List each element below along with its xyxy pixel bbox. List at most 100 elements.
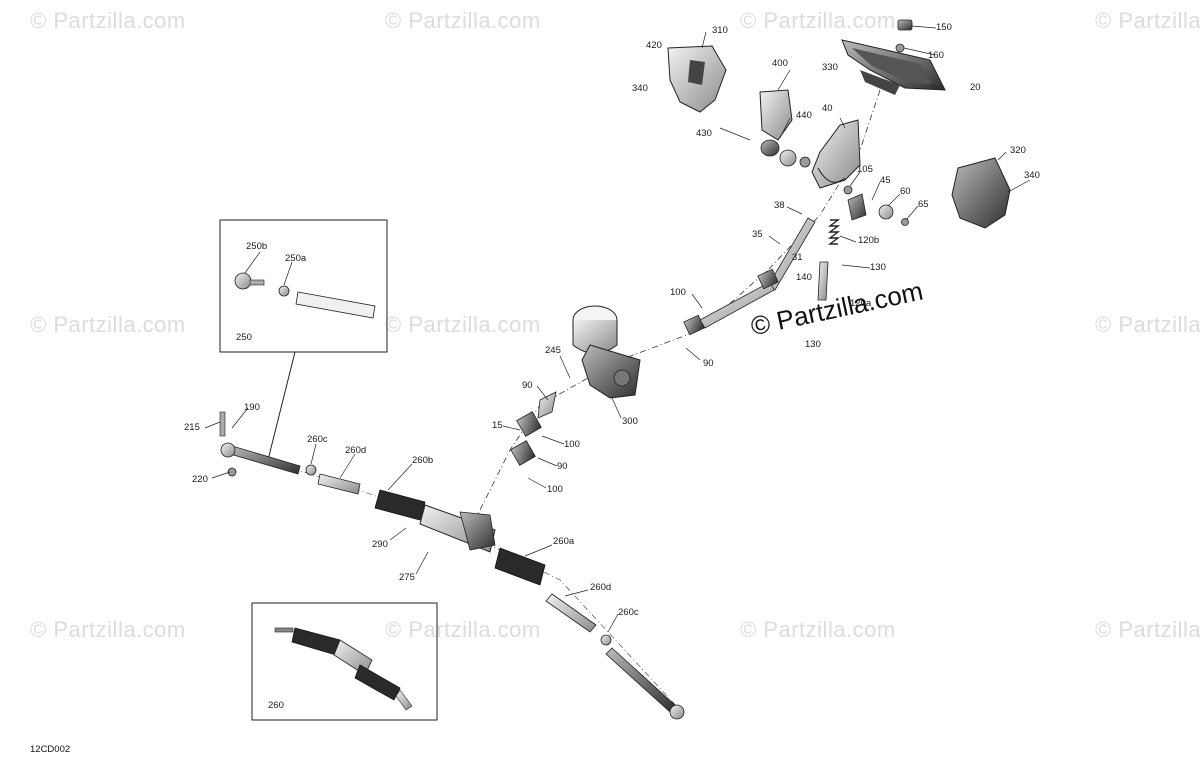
tie-rod-end [220,442,236,458]
u-joint [683,314,705,336]
callout-38: 38 [774,200,785,211]
watermark: © Partzilla.com [30,312,186,337]
tie-rod-right [605,647,677,713]
axis-line [229,449,681,711]
watermark: © Partzilla.com [740,8,896,33]
inset-label-260: 260 [268,700,284,711]
bolt [219,411,226,437]
inset-box-tie-rod [219,219,388,353]
callout-31: 31 [792,252,803,263]
tie-rod-end [669,704,685,720]
tie-rod-sleeve [295,291,376,319]
inset-label-250: 250 [236,332,252,343]
steering-cap [897,19,913,31]
callout-300: 300 [622,416,638,427]
nut [600,634,612,646]
nut [901,218,909,226]
callout-100: 100 [670,287,686,298]
callout-420: 420 [646,40,662,51]
callout-275: 275 [399,572,415,583]
lower-u-joint [510,440,536,466]
callout-90c: 90 [557,461,568,472]
callout-245: 245 [545,345,561,356]
bracket-right [951,157,1011,229]
callout-130: 130 [870,262,886,273]
callout-150: 150 [936,22,952,33]
nut [799,156,811,168]
bushing [760,139,780,157]
callout-20: 20 [970,82,981,93]
lower-u-joint [516,411,542,437]
shaft-lower [817,261,829,301]
watermark: © Partzilla.com [385,617,541,642]
callout-90: 90 [703,358,714,369]
callout-65: 65 [918,199,929,210]
leader-lines [204,25,1031,633]
bushing [878,204,894,220]
callout-220: 220 [192,474,208,485]
callout-140: 140 [796,272,812,283]
callout-260c: 260c [307,434,328,445]
watermark: © Partzilla.com [1095,8,1200,33]
tie-rod-end [234,272,252,290]
callout-290: 290 [372,539,388,550]
callout-430: 430 [696,128,712,139]
callout-120a: 120a [850,298,872,309]
callout-190: 190 [244,402,260,413]
stud [249,279,265,286]
callout-120b: 120b [858,235,880,246]
rack-end [395,689,413,711]
nut [843,185,853,195]
watermark: © Partzilla.com [1095,312,1200,337]
inner-tie-rod [545,593,597,633]
boot-right [494,547,546,586]
callout-160: 160 [928,50,944,61]
callout-105: 105 [857,164,873,175]
callout-260c-b: 260c [618,607,639,618]
watermark: © Partzilla.com [30,8,186,33]
bracket-left-detail [688,60,705,85]
callout-60: 60 [900,186,911,197]
callout-310: 310 [712,25,728,36]
lower-shaft [537,391,557,419]
column-cutout [817,167,846,183]
callout-250b: 250b [246,241,268,252]
watermark: © Partzilla.com [385,8,541,33]
nut [227,467,237,477]
callout-330: 330 [822,62,838,73]
rack-boot [354,664,401,701]
callout-130b: 130 [805,339,821,350]
callout-90b: 90 [522,380,533,391]
callout-340b: 340 [1024,170,1040,181]
nut [278,285,290,297]
nut [305,464,317,476]
watermark: © Partzilla.com [1095,617,1200,642]
bracket-center [759,89,793,141]
callout-15: 15 [492,420,503,431]
u-joint [757,268,779,290]
rack-stub [274,627,294,633]
callout-260a: 260a [553,536,575,547]
watermark: © Partzilla.com [740,617,896,642]
callout-320: 320 [1010,145,1026,156]
nut [895,43,905,53]
bushing [779,149,797,167]
callout-260d-b: 260d [590,582,612,593]
inset-box-rack [251,602,438,721]
callout-440: 440 [796,110,812,121]
callout-260d: 260d [345,445,367,456]
diagram-code: 12CD002 [30,744,71,755]
callout-45: 45 [880,175,891,186]
callout-100b: 100 [564,439,580,450]
intermediate-shaft [767,217,816,291]
inset-leader [267,351,296,461]
callout-250a: 250a [285,253,307,264]
callout-260b: 260b [412,455,434,466]
watermark: © Partzilla.com [30,617,186,642]
callout-400: 400 [772,58,788,69]
inner-tie-rod [317,473,361,495]
rack-boot [291,627,341,656]
spring [827,219,841,245]
